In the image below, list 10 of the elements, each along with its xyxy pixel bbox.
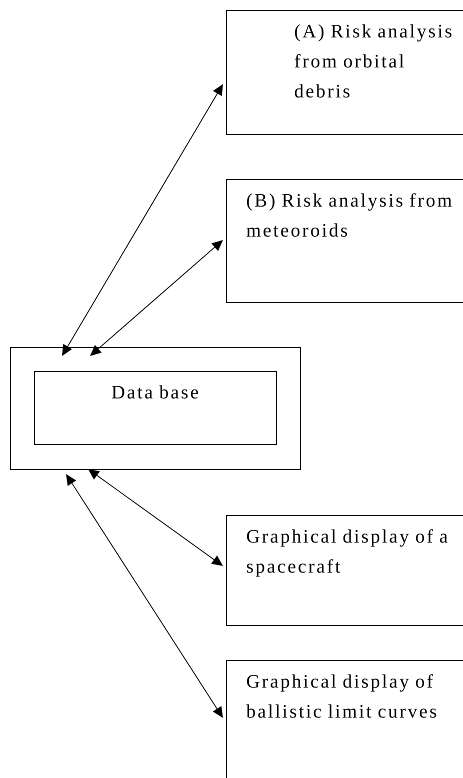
process-box: Graphical display of a spacecraft bbox=[226, 515, 463, 626]
arrow bbox=[66, 474, 223, 718]
frame-box bbox=[10, 347, 301, 470]
process-box: Graphical display of ballistic limit curves bbox=[226, 660, 463, 778]
database-box: Data base bbox=[34, 371, 277, 445]
arrow bbox=[90, 240, 223, 356]
process-box: (A) Risk analysis from orbital debris bbox=[226, 10, 463, 135]
arrow bbox=[62, 84, 223, 356]
process-box: (B) Risk analysis from meteoroids bbox=[226, 179, 463, 303]
arrow bbox=[88, 469, 223, 566]
